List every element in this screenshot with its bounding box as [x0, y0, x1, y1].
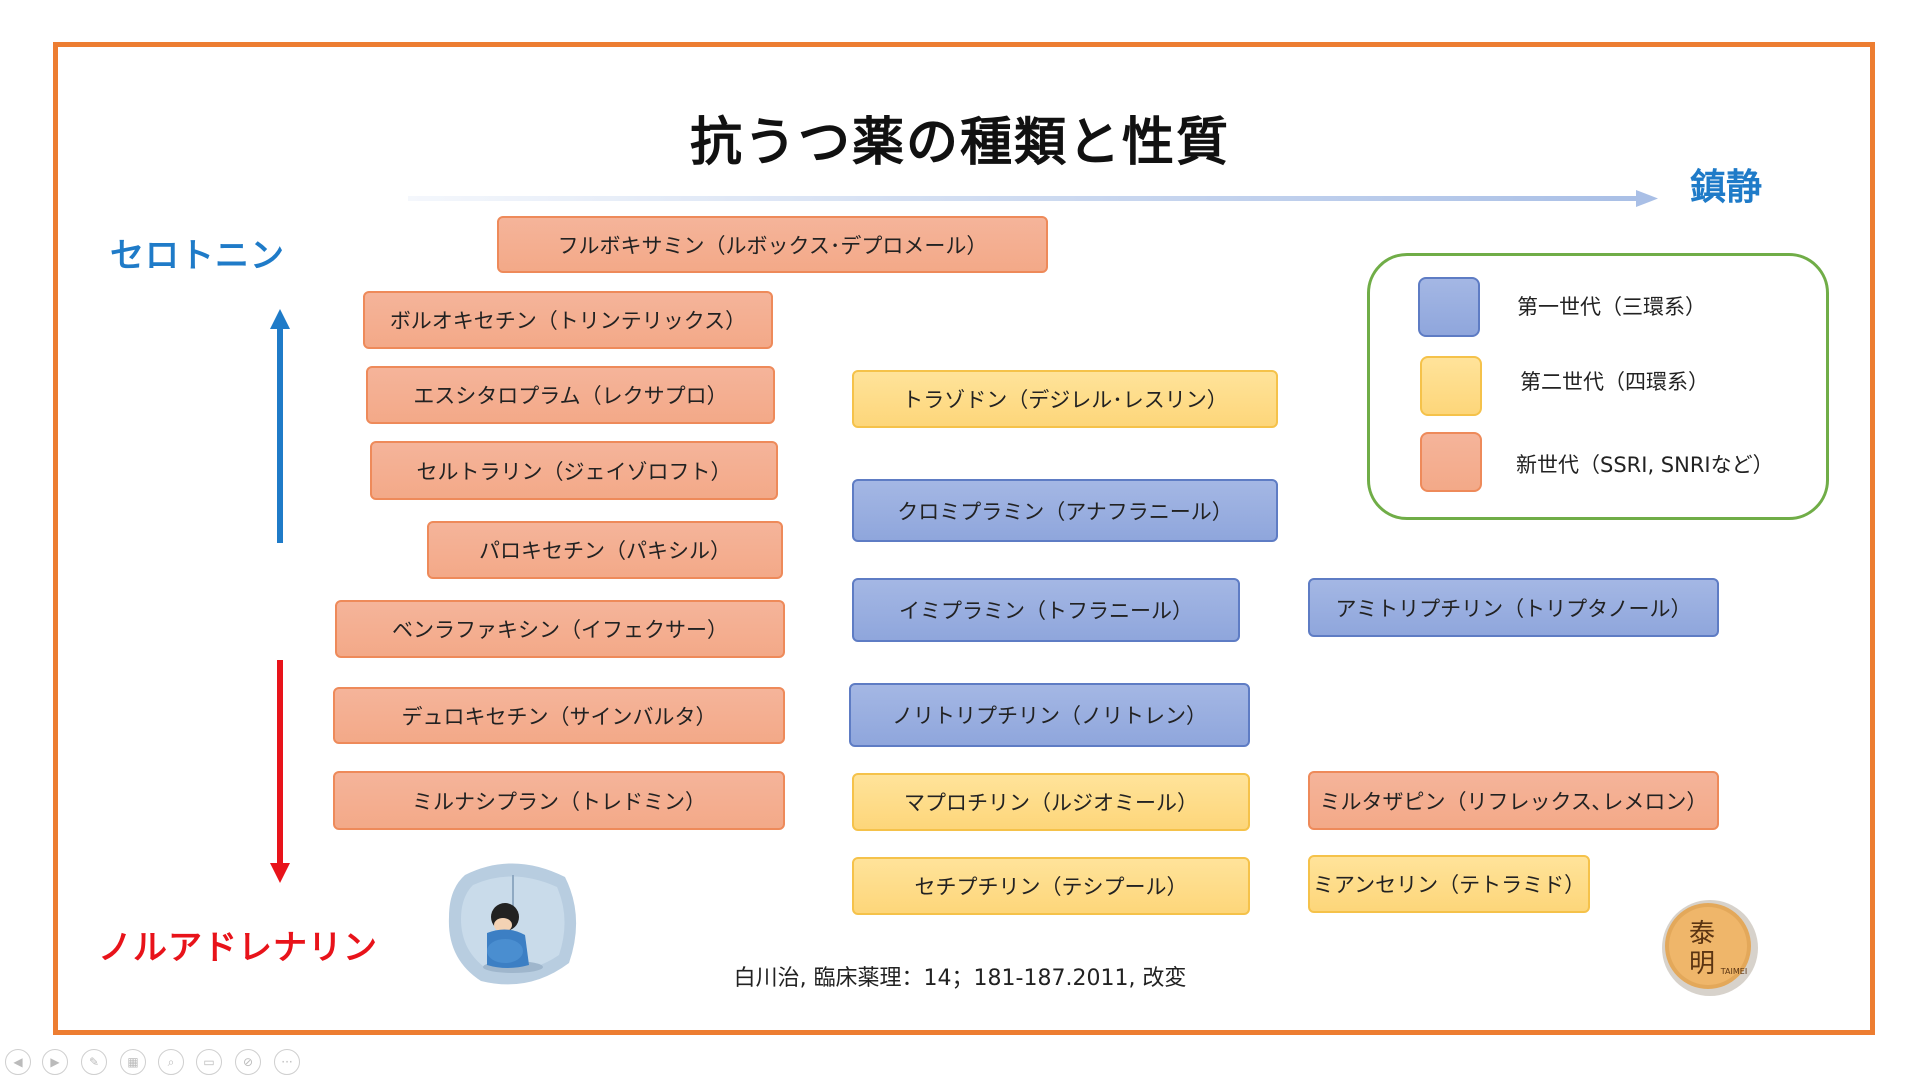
camera-off-icon[interactable]: ⊘ [235, 1049, 261, 1075]
sedation-arrow [408, 190, 1658, 207]
zoom-icon[interactable]: ⌕ [158, 1049, 184, 1075]
drug-box-fluvoxamine: フルボキサミン（ルボックス･デプロメール） [497, 216, 1048, 273]
drug-box-sertraline: セルトラリン（ジェイゾロフト） [370, 441, 778, 500]
axis-arrows [270, 309, 290, 883]
slide-title: 抗うつ薬の種類と性質 [689, 113, 1230, 173]
legend-swatch-new-generation [1420, 432, 1482, 492]
drug-box-duloxetine: デュロキセチン（サインバルタ） [333, 687, 785, 744]
drug-box-maprotiline: マプロチリン（ルジオミール） [852, 773, 1250, 831]
slide-frame [53, 42, 1875, 1035]
noradrenaline-label: ノルアドレナリン [98, 928, 378, 968]
svg-text:TAIMEI: TAIMEI [1720, 967, 1747, 976]
legend-label-new-generation: 新世代（SSRI, SNRIなど） [1516, 453, 1774, 477]
serotonin-label: セロトニン [110, 236, 285, 276]
more-icon[interactable]: ··· [274, 1049, 300, 1075]
drug-box-trazodone: トラゾドン（デジレル･レスリン） [852, 370, 1278, 428]
drug-box-imipramine: イミプラミン（トフラニール） [852, 578, 1240, 642]
serotonin-up-arrow [270, 309, 290, 543]
legend-swatch-second-generation [1420, 356, 1482, 416]
legend: 第一世代（三環系） 第二世代（四環系） 新世代（SSRI, SNRIなど） [1367, 253, 1829, 520]
noradrenaline-down-arrow [270, 660, 290, 883]
prev-icon[interactable]: ◀ [5, 1049, 31, 1075]
sedation-label: 鎮静 [1690, 167, 1763, 208]
drug-box-paroxetine: パロキセチン（パキシル） [427, 521, 783, 579]
drug-box-escitalopram: エスシタロプラム（レクサプロ） [366, 366, 775, 424]
legend-label-second-generation: 第二世代（四環系） [1520, 370, 1709, 394]
svg-text:泰: 泰 [1689, 919, 1715, 949]
drug-box-mianserin: ミアンセリン（テトラミド） [1308, 855, 1590, 913]
sad-person-illustration [448, 863, 577, 985]
drug-box-venlafaxine: ベンラファキシン（イフェクサー） [335, 600, 785, 658]
drug-box-setiptiline: セチプチリン（テシプール） [852, 857, 1250, 915]
drug-box-mirtazapine: ミルタザピン（リフレックス､レメロン） [1308, 771, 1719, 830]
subtitle-icon[interactable]: ▭ [196, 1049, 222, 1075]
svg-text:明: 明 [1689, 949, 1715, 979]
drug-box-vortioxetine: ボルオキセチン（トリンテリックス） [363, 291, 773, 349]
taimei-logo: 泰 明 TAIMEI [1662, 900, 1758, 996]
drug-box-clomipramine: クロミプラミン（アナフラニール） [852, 479, 1278, 542]
slides-icon[interactable]: ▦ [120, 1049, 146, 1075]
pen-icon[interactable]: ✎ [81, 1049, 107, 1075]
citation: 白川治, 臨床薬理：14；181-187.2011, 改変 [733, 966, 1187, 991]
legend-swatch-first-generation [1418, 277, 1480, 337]
next-icon[interactable]: ▶ [42, 1049, 68, 1075]
drug-box-amitriptyline: アミトリプチリン（トリプタノール） [1308, 578, 1719, 637]
drug-box-milnacipran: ミルナシプラン（トレドミン） [333, 771, 785, 830]
drug-box-nortriptyline: ノリトリプチリン（ノリトレン） [849, 683, 1250, 747]
legend-label-first-generation: 第一世代（三環系） [1517, 295, 1706, 319]
